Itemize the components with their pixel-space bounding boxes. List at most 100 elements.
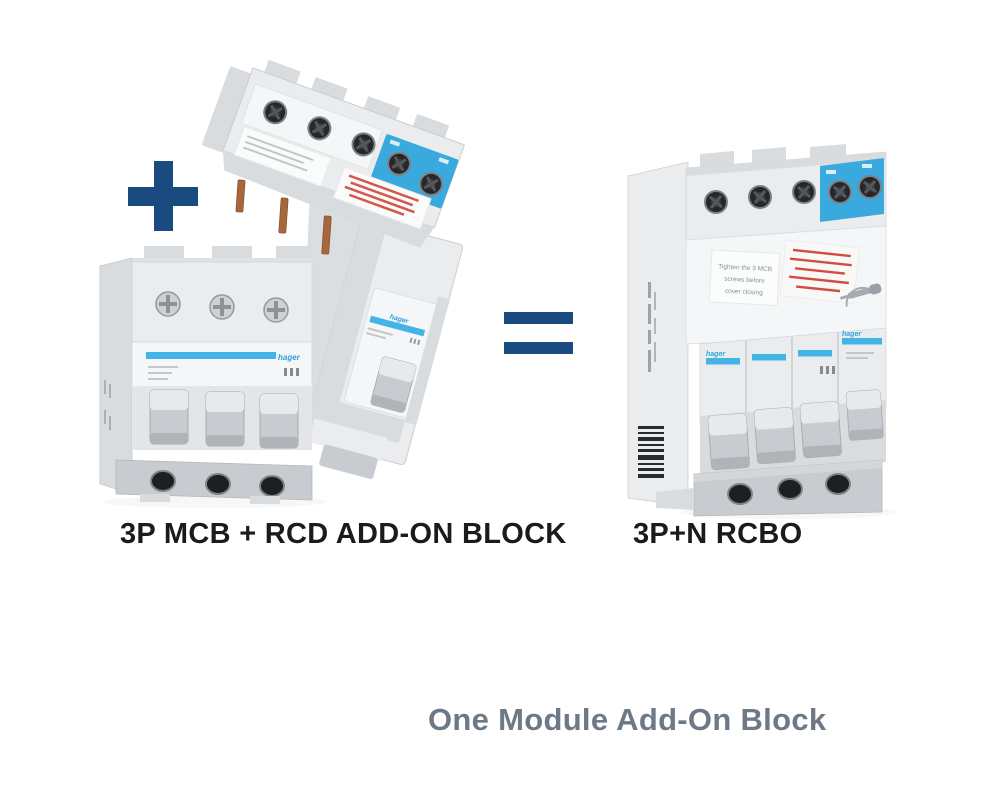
label-line: [148, 366, 178, 368]
warning-line: [789, 275, 849, 285]
screwdriver-rod: [847, 287, 872, 299]
screwdriver-tip: [840, 294, 850, 300]
breaker-toggle: [149, 389, 189, 445]
breaker-toggle: [205, 391, 245, 447]
rcd-lower-step: [331, 402, 405, 443]
side-print-mark: [654, 318, 656, 334]
hager-logo: hager: [706, 351, 726, 358]
spec-label: [233, 125, 332, 187]
label-line: [244, 140, 304, 164]
mcb-faceplate: [131, 341, 313, 389]
caption-footer: One Module Add-On Block: [428, 702, 827, 737]
warning-line: [789, 257, 852, 267]
note-label-line1: Tighten the 3 MCB: [718, 263, 772, 273]
label-line: [148, 378, 168, 380]
addon-end-cap: [202, 66, 253, 153]
warning-label-bg: [332, 166, 432, 230]
breaker-toggle: [753, 406, 797, 465]
warning-line: [796, 285, 841, 293]
rcd-addon-block-image: [202, 59, 466, 248]
barcode: [638, 426, 664, 478]
terminal-screw: [704, 190, 728, 214]
warning-label: [332, 166, 432, 230]
terminal-hole: [205, 473, 231, 495]
terminal-screw: [792, 180, 816, 204]
warning-line: [348, 174, 419, 203]
terminal-hole: [150, 470, 176, 492]
barcode-stripe: [638, 432, 664, 434]
rcd-step: [404, 296, 450, 426]
philips-screw: [155, 291, 181, 317]
hager-logo: hager: [842, 331, 862, 338]
terminal-hole: [825, 473, 851, 495]
label-line: [367, 327, 394, 336]
philips-screw: [209, 294, 235, 320]
copper-pin: [278, 197, 289, 234]
equals-icon: [504, 312, 573, 354]
mcb-3p-image: hager: [99, 246, 313, 504]
side-print: [109, 416, 111, 430]
warning-line: [792, 248, 851, 258]
addon-lower-lip: [222, 150, 435, 248]
warning-label: [779, 239, 861, 304]
cyan-stripe: [706, 358, 740, 365]
barcode-stripe: [638, 463, 664, 465]
side-print-mark: [648, 304, 651, 324]
warning-line: [350, 181, 414, 207]
label-line: [846, 352, 874, 354]
cyan-stripe: [369, 315, 426, 337]
note-label-bg: [708, 249, 781, 307]
side-print-mark: [654, 292, 656, 310]
cyan-stripe: [752, 354, 786, 361]
barcode-stripe: [638, 437, 664, 441]
rcbo-3pn-image: Tighten the 3 MCB screws before cover cl…: [627, 144, 887, 517]
phase-mark: [417, 339, 421, 346]
rcd-side-shade: [302, 218, 388, 445]
phase-mark: [832, 366, 835, 374]
copper-pin: [321, 215, 332, 255]
label-line: [246, 135, 314, 162]
side-print: [109, 384, 111, 398]
cover-marking: [438, 157, 450, 165]
side-print-mark: [648, 330, 651, 344]
din-tab: [263, 59, 301, 85]
side-print: [104, 380, 106, 394]
warning-line: [348, 193, 405, 216]
connector-pins: [235, 179, 332, 255]
barcode-stripe: [638, 474, 664, 478]
screwdriver-icon: [840, 283, 882, 307]
rcd-foot: [319, 444, 378, 479]
copper-pin: [235, 179, 246, 213]
rcd-lower-body: [308, 418, 388, 461]
terminal-screw: [828, 180, 852, 204]
side-print: [104, 410, 106, 424]
barcode-stripe: [638, 468, 664, 471]
warning-line: [794, 267, 845, 275]
philips-screw: [263, 297, 289, 323]
phase-mark: [409, 337, 413, 344]
cover-marking: [389, 139, 401, 147]
breaker-toggle: [799, 400, 843, 459]
side-print: [648, 282, 656, 372]
terminal-screw: [748, 185, 772, 209]
side-print-mark: [648, 350, 651, 372]
terminal-hole: [259, 475, 285, 497]
phase-mark: [826, 366, 829, 374]
phase-mark: [290, 368, 293, 376]
note-label-line3: cover closing: [725, 288, 764, 297]
side-print-mark: [648, 282, 651, 298]
side-print-mark: [654, 342, 656, 362]
cyan-stripe: [842, 338, 882, 345]
din-tab: [310, 76, 348, 102]
cover-marking: [826, 170, 836, 174]
phase-mark: [820, 366, 823, 374]
note-label: Tighten the 3 MCB screws before cover cl…: [708, 249, 781, 307]
label-line: [366, 332, 386, 340]
mcb-side-wall: [99, 257, 133, 495]
note-label-line2: screws before: [724, 276, 765, 285]
mcb-foot: [140, 494, 170, 502]
barcode-stripe: [638, 444, 664, 446]
barcode-stripe: [638, 449, 664, 452]
